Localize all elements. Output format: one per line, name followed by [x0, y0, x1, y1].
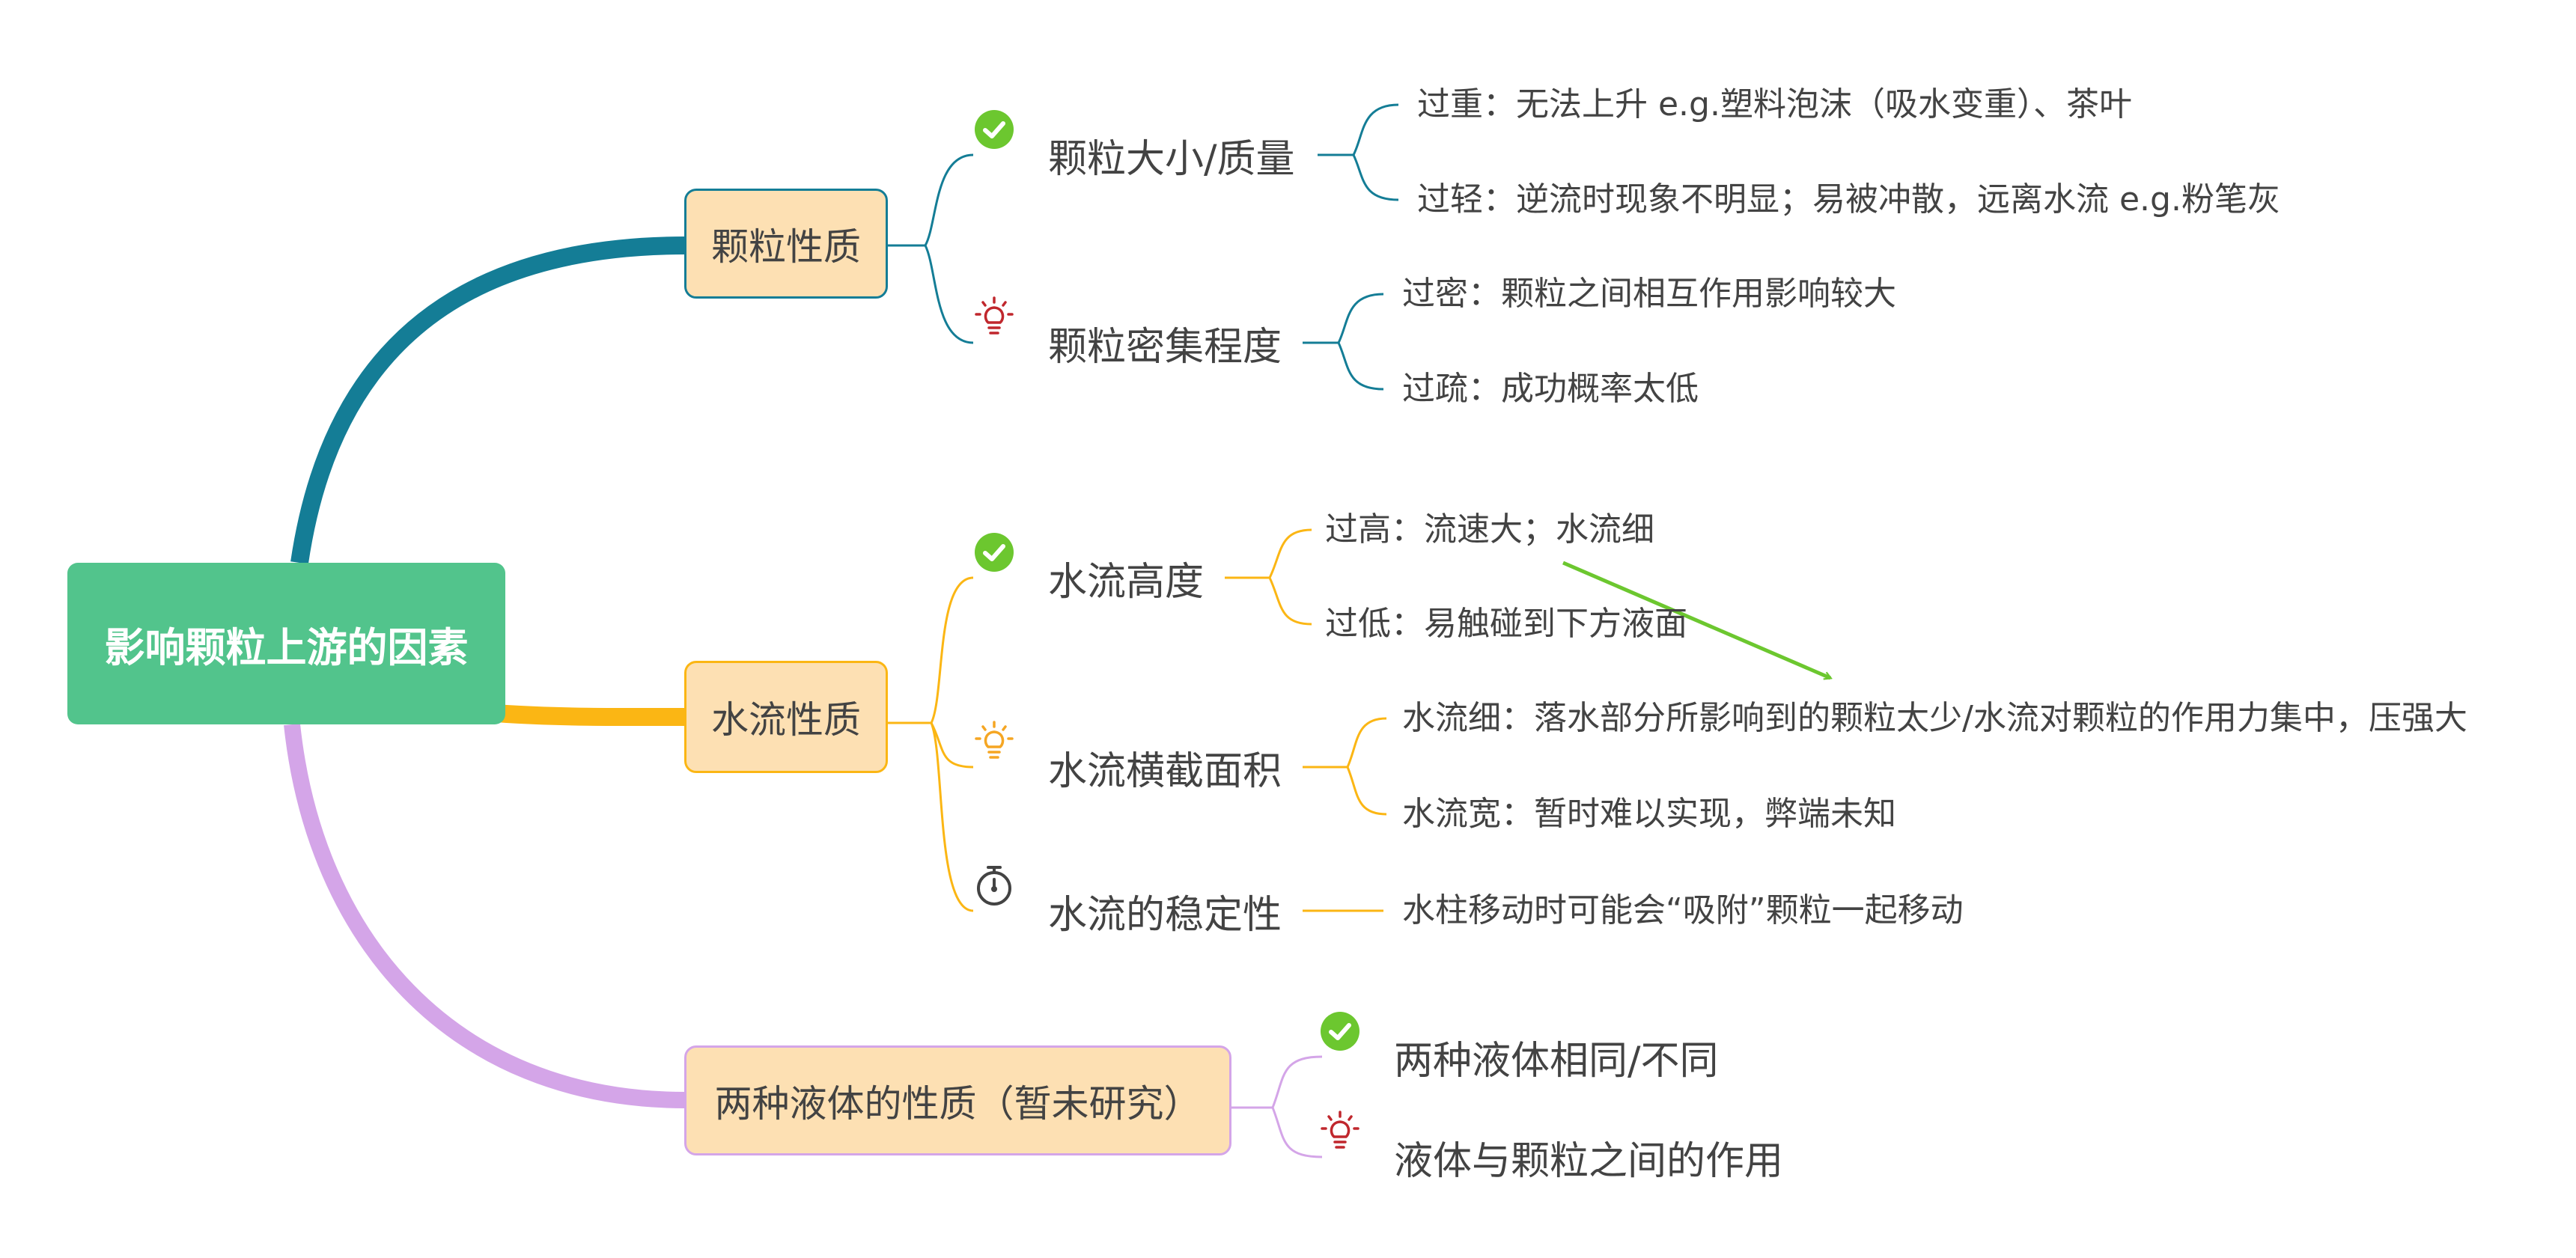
relationship-arrow[interactable] — [1562, 561, 1830, 678]
subtopic-water-stability[interactable]: 水流的稳定性 — [977, 866, 1282, 941]
sub-link — [930, 722, 974, 912]
subtopic-particle-density[interactable]: 颗粒密集程度 — [975, 296, 1282, 373]
leaf-too-light[interactable]: 过轻：逆流时现象不明显；易被冲散，远离水流 e.g.粉笔灰 — [1417, 180, 2280, 219]
subtopic-label: 水流高度 — [1048, 559, 1205, 605]
subtopic-label: 颗粒密集程度 — [1048, 324, 1282, 370]
lightbulb-icon — [975, 721, 1014, 759]
main-branch-link-liquid — [284, 723, 686, 1108]
leaf-column-movement[interactable]: 水柱移动时可能会“吸附”颗粒一起移动 — [1402, 891, 1964, 929]
leaf-too-sparse[interactable]: 过疏：成功概率太低 — [1402, 370, 1699, 408]
leaf-thin-flow[interactable]: 水流细：落水部分所影响到的颗粒太少/水流对颗粒的作用力集中，压强大 — [1402, 699, 2467, 737]
leaf-too-heavy[interactable]: 过重：无法上升 e.g.塑料泡沫（吸水变重）、茶叶 — [1417, 85, 2132, 123]
stopwatch-icon — [977, 866, 1011, 906]
leaf-link — [1268, 577, 1312, 626]
check-circle-icon — [1321, 1012, 1359, 1051]
leaf-link — [1337, 342, 1384, 391]
check-circle-icon — [975, 110, 1014, 149]
leaf-link — [1337, 293, 1384, 343]
subtopic-label: 水流的稳定性 — [1048, 892, 1282, 938]
branch-label: 水流性质 — [711, 698, 861, 742]
branch-label: 两种液体的性质（暂未研究） — [714, 1081, 1202, 1126]
leaf-link — [1352, 103, 1399, 156]
leaf-too-low[interactable]: 过低：易触碰到下方液面 — [1325, 605, 1687, 643]
subtopic-label: 液体与颗粒之间的作用 — [1394, 1138, 1784, 1184]
leaf-link — [1352, 154, 1399, 201]
leaf-too-high[interactable]: 过高：流速大；水流细 — [1325, 510, 1654, 549]
subtopic-liquid-particle-interaction[interactable]: 液体与颗粒之间的作用 — [1321, 1111, 1784, 1187]
subtopic-water-cross-section[interactable]: 水流横截面积 — [975, 721, 1282, 797]
branch-label: 颗粒性质 — [711, 225, 861, 269]
subtopic-liquids-same-different[interactable]: 两种液体相同/不同 — [1321, 1012, 1719, 1087]
branch-node-water-flow-properties[interactable]: 水流性质 — [684, 661, 888, 773]
subtopic-water-height[interactable]: 水流高度 — [975, 533, 1205, 608]
main-branch-link-particle — [290, 236, 686, 564]
subtopic-label: 水流横截面积 — [1048, 748, 1282, 794]
sub-link — [924, 245, 974, 344]
leaf-wide-flow[interactable]: 水流宽：暂时难以实现，弊端未知 — [1402, 795, 1896, 833]
sub-link — [1271, 1107, 1323, 1158]
sub-link — [1271, 1055, 1323, 1108]
central-topic-label: 影响颗粒上游的因素 — [104, 623, 469, 671]
leaf-too-dense[interactable]: 过密：颗粒之间相互作用影响较大 — [1402, 275, 1896, 313]
leaf-link — [1346, 766, 1387, 816]
sub-link — [930, 722, 974, 769]
leaf-link — [1346, 717, 1387, 768]
leaf-link — [1268, 528, 1312, 578]
central-topic[interactable]: 影响颗粒上游的因素 — [67, 563, 505, 724]
lightbulb-icon — [975, 296, 1014, 335]
branch-node-particle-properties[interactable]: 颗粒性质 — [684, 189, 888, 299]
sub-link — [930, 576, 974, 724]
sub-link — [924, 153, 974, 246]
lightbulb-icon — [1321, 1111, 1359, 1149]
branch-node-liquid-properties[interactable]: 两种液体的性质（暂未研究） — [684, 1045, 1231, 1155]
subtopic-particle-size[interactable]: 颗粒大小/质量 — [975, 110, 1295, 185]
subtopic-label: 两种液体相同/不同 — [1394, 1038, 1719, 1084]
subtopic-label: 颗粒大小/质量 — [1048, 136, 1295, 182]
check-circle-icon — [975, 533, 1014, 572]
